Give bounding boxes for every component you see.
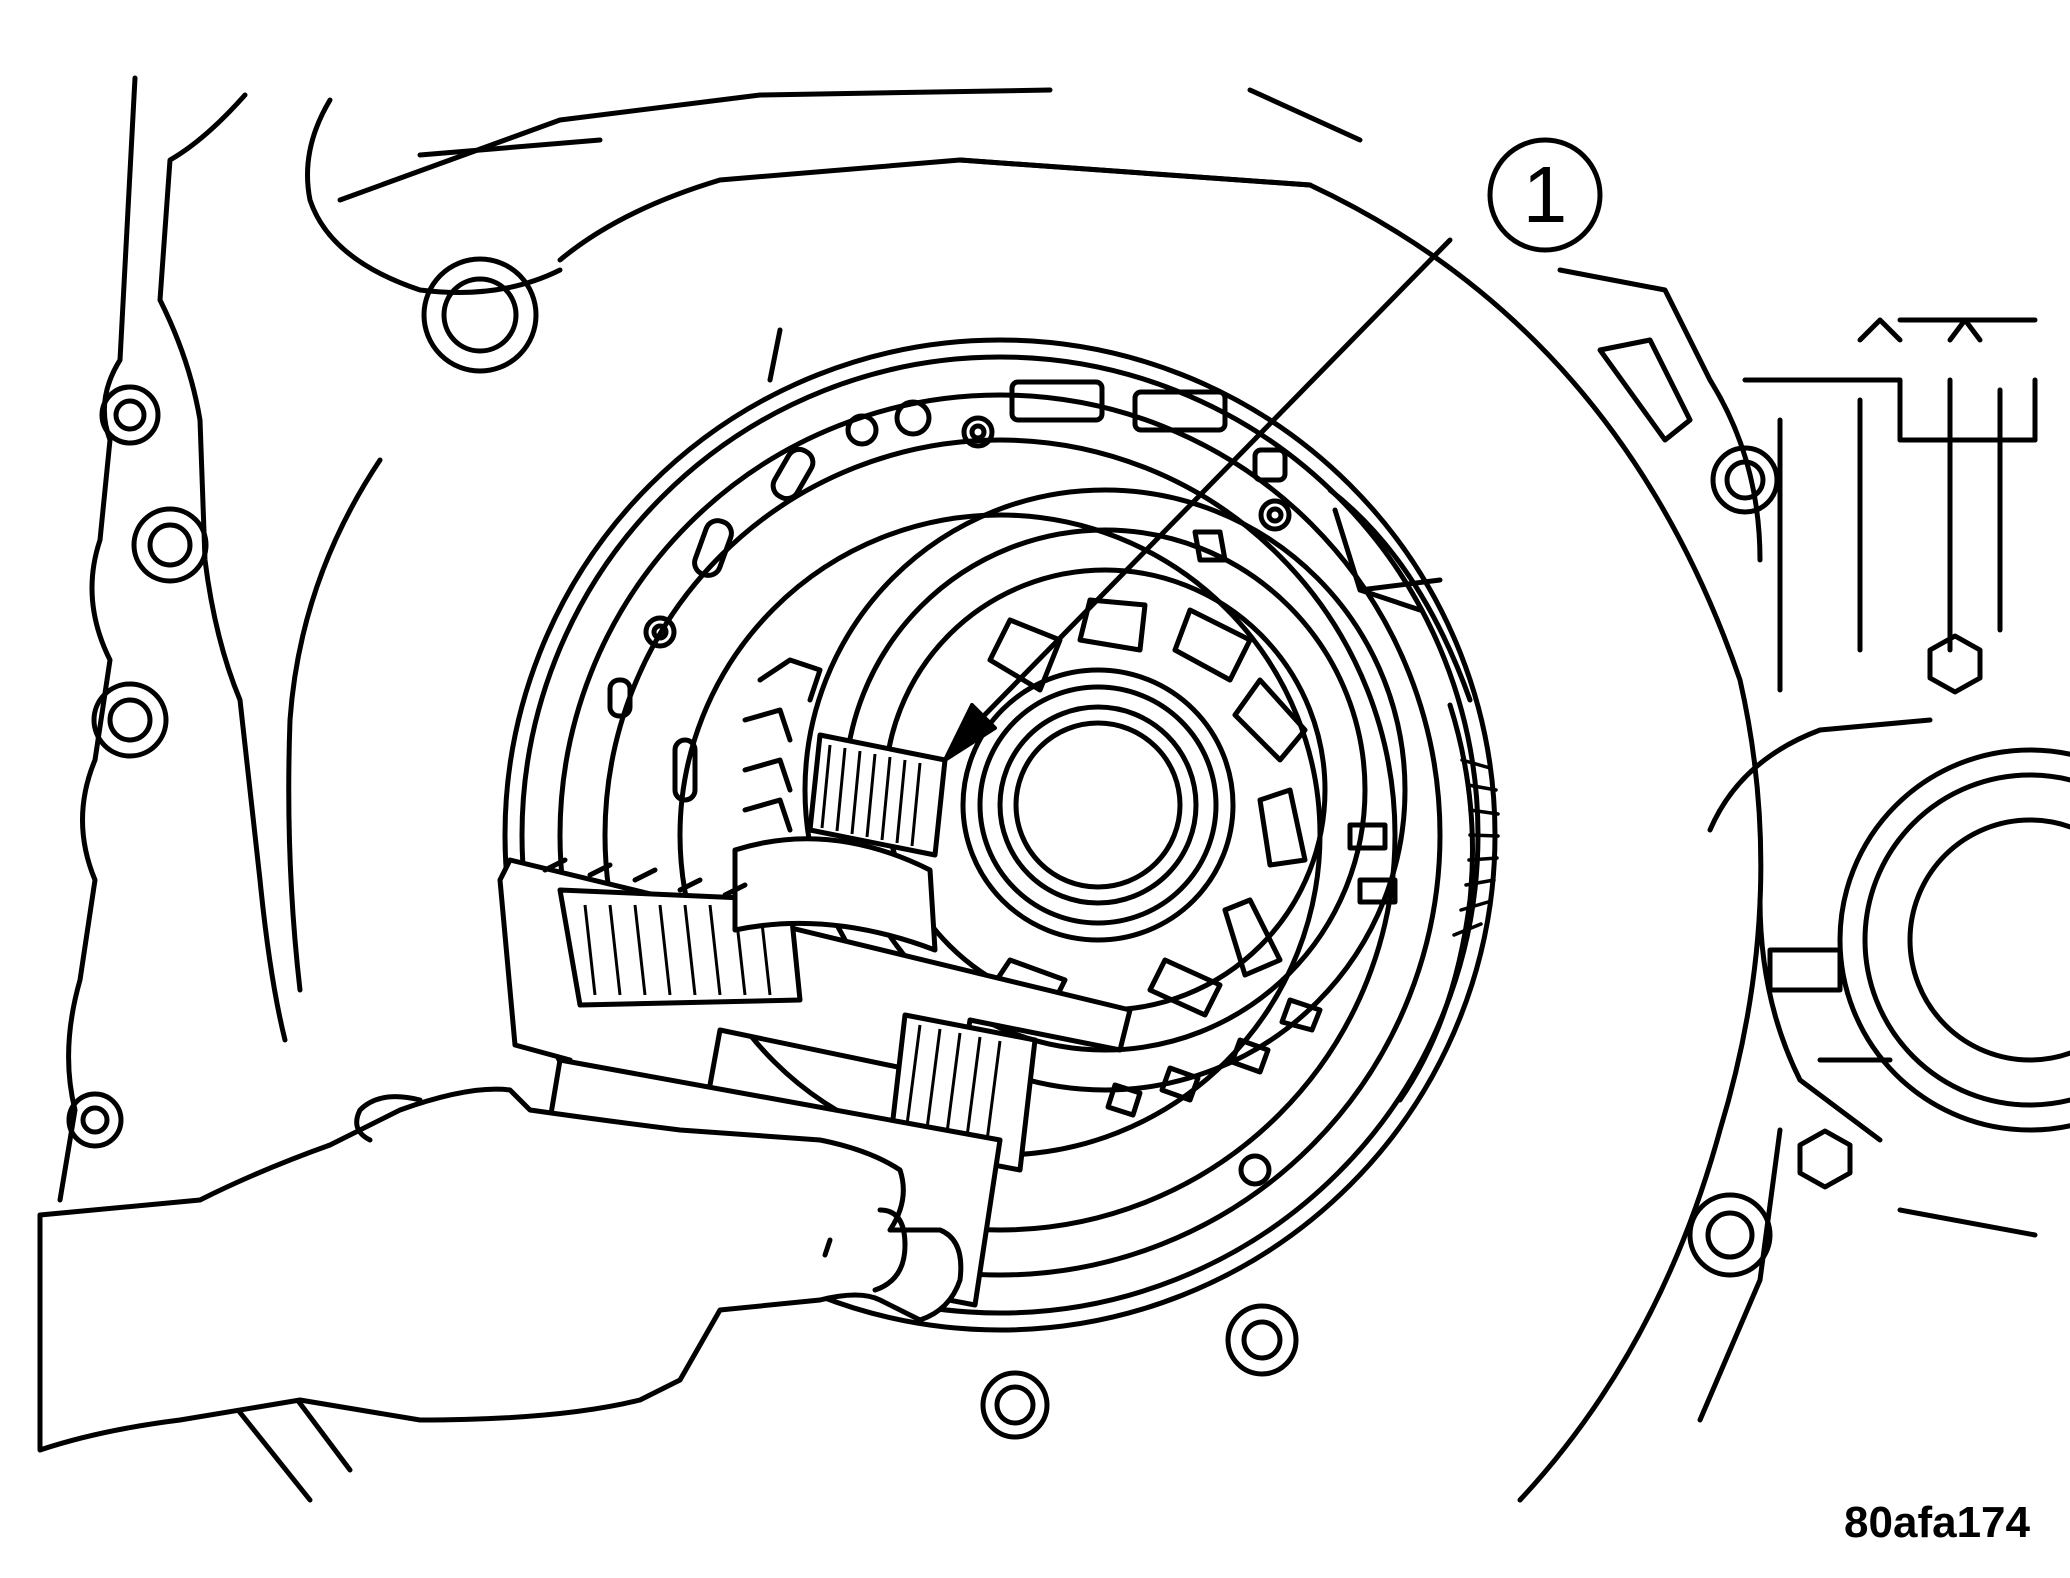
figure-id: 80afa174 — [1844, 1498, 2030, 1547]
housing-left-flange — [57, 75, 1363, 1203]
input-hub — [960, 667, 1236, 943]
flange-bolt-holes — [66, 256, 539, 1149]
callout-number: 1 — [1523, 150, 1568, 239]
bottom-studs — [227, 1303, 1299, 1503]
ring-gear-teeth — [1327, 487, 1500, 1103]
housing-right-section — [1557, 267, 2070, 1423]
technician-hand — [37, 1086, 964, 1453]
callout-1: 1 — [943, 137, 1603, 762]
